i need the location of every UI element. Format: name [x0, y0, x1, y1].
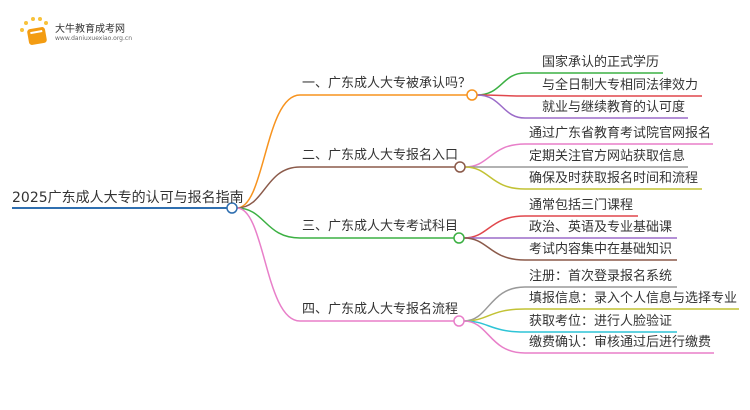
- leaf-connector: [463, 320, 714, 354]
- leaf-node[interactable]: 填报信息：录入个人信息与选择专业: [529, 291, 738, 306]
- branch-connector: [236, 207, 454, 239]
- leaf-node[interactable]: 政治、英语及专业基础课: [529, 220, 673, 235]
- leaf-node[interactable]: 通过广东省教育考试院官网报名: [529, 126, 712, 141]
- branch-collapse-toggle[interactable]: [453, 315, 465, 327]
- leaf-node[interactable]: 缴费确认：审核通过后进行缴费: [529, 335, 712, 350]
- leaf-connector: [476, 72, 663, 96]
- leaf-connector: [476, 94, 702, 97]
- leaf-node[interactable]: 考试内容集中在基础知识: [529, 242, 673, 257]
- leaf-node[interactable]: 通常包括三门课程: [529, 198, 634, 213]
- branch-collapse-toggle[interactable]: [453, 232, 465, 244]
- root-collapse-toggle[interactable]: [226, 202, 238, 214]
- logo-url: www.daniuxuexiao.org.cn: [55, 35, 132, 42]
- leaf-node[interactable]: 就业与继续教育的认可度: [542, 100, 686, 115]
- leaf-connector: [463, 215, 638, 239]
- leaf-connector: [464, 143, 713, 168]
- leaf-node[interactable]: 确保及时获取报名时间和流程: [529, 171, 699, 186]
- branch-connector: [236, 94, 467, 209]
- branch-collapse-toggle[interactable]: [454, 161, 466, 173]
- branch-connector: [236, 207, 454, 322]
- leaf-node[interactable]: 获取考位：进行人脸验证: [529, 314, 673, 329]
- leaf-node[interactable]: 与全日制大专相同法律效力: [542, 78, 699, 93]
- leaf-node[interactable]: 注册：首次登录报名系统: [529, 269, 673, 284]
- leaf-connector: [463, 286, 677, 322]
- leaf-connector: [463, 237, 677, 261]
- branch-connector: [236, 166, 455, 209]
- leaf-connector: [476, 94, 688, 119]
- logo-title: 大牛教育成考网: [55, 24, 125, 35]
- branch-node[interactable]: 三、广东成人大专考试科目: [302, 219, 459, 234]
- leaf-connector: [464, 166, 702, 190]
- leaf-node[interactable]: 定期关注官方网站获取信息: [529, 149, 686, 164]
- leaf-connector: [463, 308, 739, 322]
- branch-node[interactable]: 二、广东成人大专报名入口: [302, 148, 459, 163]
- root-node[interactable]: 2025广东成人大专的认可与报名指南: [12, 190, 244, 206]
- branch-node[interactable]: 一、广东成人大专被承认吗？: [302, 76, 472, 91]
- branch-node[interactable]: 四、广东成人大专报名流程: [302, 302, 459, 317]
- branch-collapse-toggle[interactable]: [466, 89, 478, 101]
- leaf-node[interactable]: 国家承认的正式学历: [542, 55, 660, 70]
